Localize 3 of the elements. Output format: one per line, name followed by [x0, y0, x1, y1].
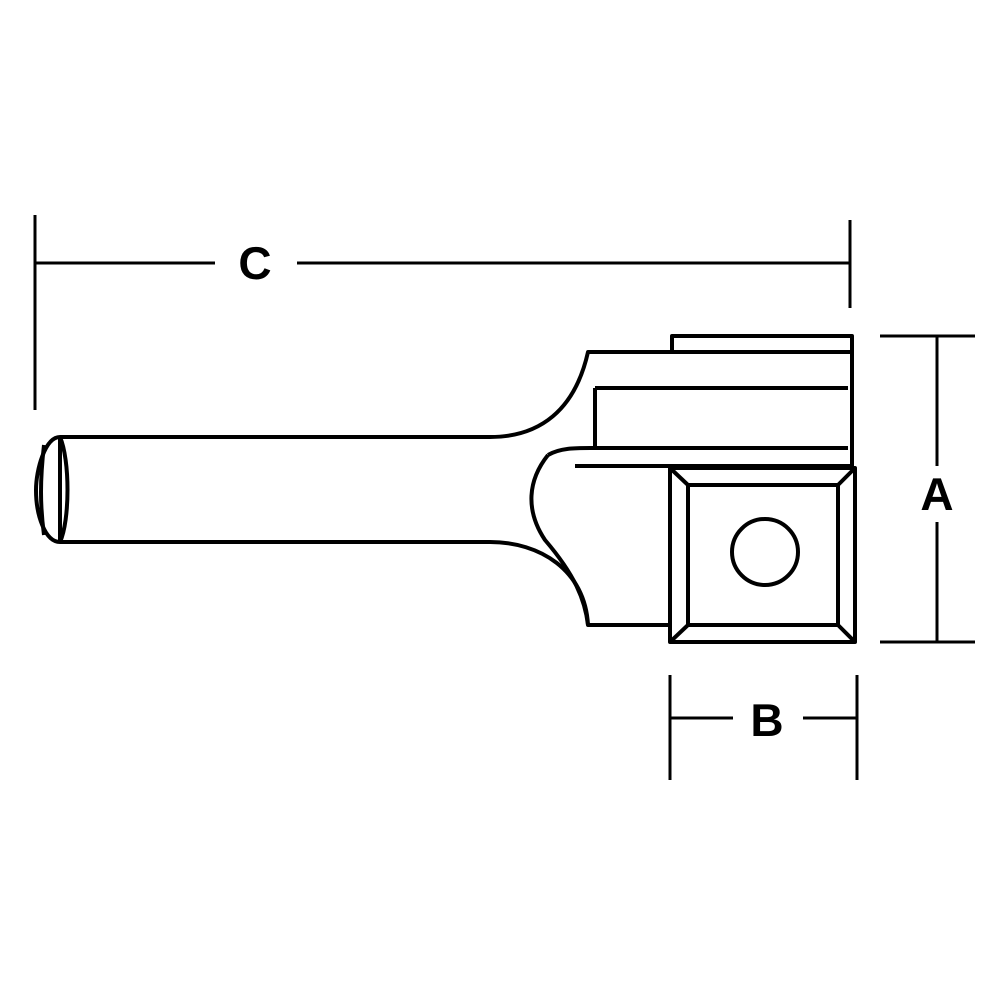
dimension-label: B: [750, 697, 784, 743]
dimension-label: C: [238, 240, 272, 286]
dimension-label: A: [920, 471, 954, 517]
